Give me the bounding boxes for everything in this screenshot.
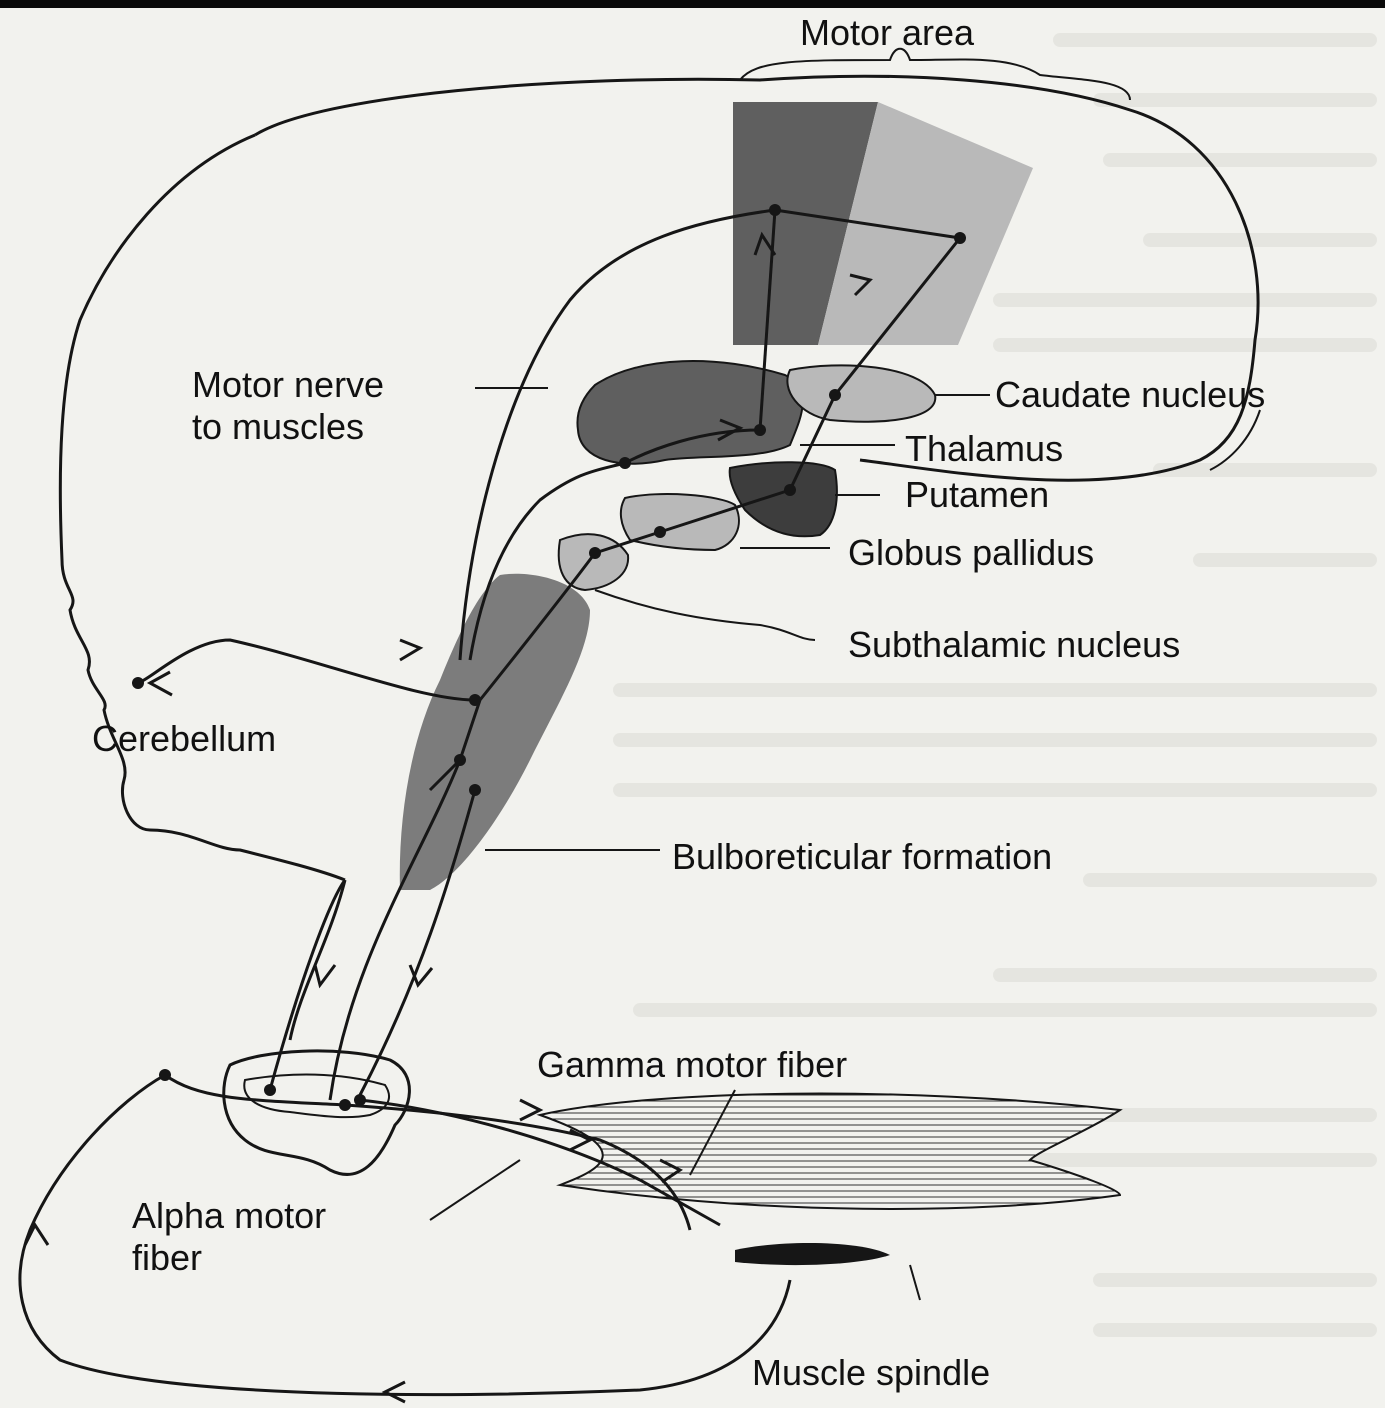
label-alpha-motor-line1: Alpha motor [132, 1195, 326, 1237]
label-motor-area: Motor area [800, 12, 974, 54]
caudate-shape [787, 365, 935, 421]
label-bulboreticular-formation: Bulboreticular formation [672, 836, 1052, 878]
label-globus-pallidus: Globus pallidus [848, 532, 1094, 574]
label-alpha-motor-line2: fiber [132, 1237, 202, 1279]
brain-outline-front [60, 135, 345, 880]
thalamus-shape [577, 361, 802, 464]
subthalamic-shape [559, 534, 628, 590]
cerebellum-lower [290, 880, 345, 1040]
label-subthalamic-nucleus: Subthalamic nucleus [848, 624, 1180, 666]
label-motor-nerve-line2: to muscles [192, 406, 364, 448]
spinal-cord-outline [224, 1051, 410, 1174]
label-cerebellum: Cerebellum [92, 718, 276, 760]
muscle-spindle-shape [735, 1243, 890, 1265]
bulboreticular-region [400, 574, 590, 890]
putamen-shape [730, 462, 837, 536]
globus-pallidus-shape [621, 494, 739, 550]
label-putamen: Putamen [905, 474, 1049, 516]
label-thalamus: Thalamus [905, 428, 1063, 470]
label-gamma-motor-fiber: Gamma motor fiber [537, 1044, 847, 1086]
label-motor-nerve-line1: Motor nerve [192, 364, 384, 406]
label-muscle-spindle: Muscle spindle [752, 1352, 990, 1394]
label-caudate-nucleus: Caudate nucleus [995, 374, 1265, 416]
